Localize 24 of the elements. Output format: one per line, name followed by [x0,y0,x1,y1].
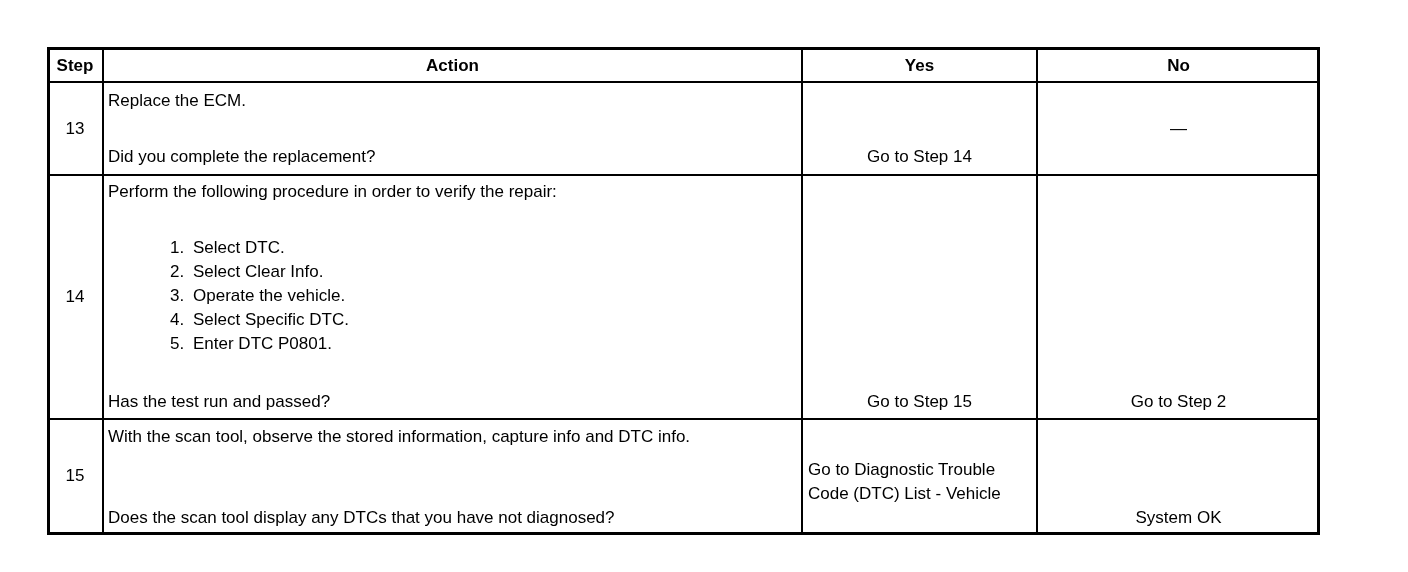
action-text: Replace the ECM. [108,90,247,112]
no-result: Go to Step 2 [1129,391,1228,413]
question-text: Has the test run and passed? [108,391,332,413]
step-number: 14 [64,286,86,308]
list-item: 5. Enter DTC P0801. [170,333,333,355]
list-item: 1. Select DTC. [170,237,286,259]
column-header: No [1166,55,1191,77]
column-header: Action [425,55,480,77]
no-result: System OK [1134,507,1223,529]
list-item: 2. Select Clear Info. [170,261,325,283]
list-item: 4. Select Specific DTC. [170,309,350,331]
action-text: With the scan tool, observe the stored information, capture info and DTC info. [108,426,692,448]
question-text: Does the scan tool display any DTCs that you have not diagnosed? [108,507,616,529]
step-number: 15 [64,465,86,487]
step-number: 13 [64,118,86,140]
question-text: Did you complete the replacement? [108,146,377,168]
action-text: Perform the following procedure in order to verify the repair: [108,181,558,203]
yes-result: Go to Step 15 [866,391,973,413]
list-item: 3. Operate the vehicle. [170,285,347,307]
yes-result: Go to Step 14 [866,146,973,168]
yes-result: Go to Diagnostic Trouble Code (DTC) List - Vehicle [808,459,1002,505]
column-header: Step [55,55,95,77]
column-header: Yes [903,55,936,77]
no-result: — [1169,118,1188,140]
